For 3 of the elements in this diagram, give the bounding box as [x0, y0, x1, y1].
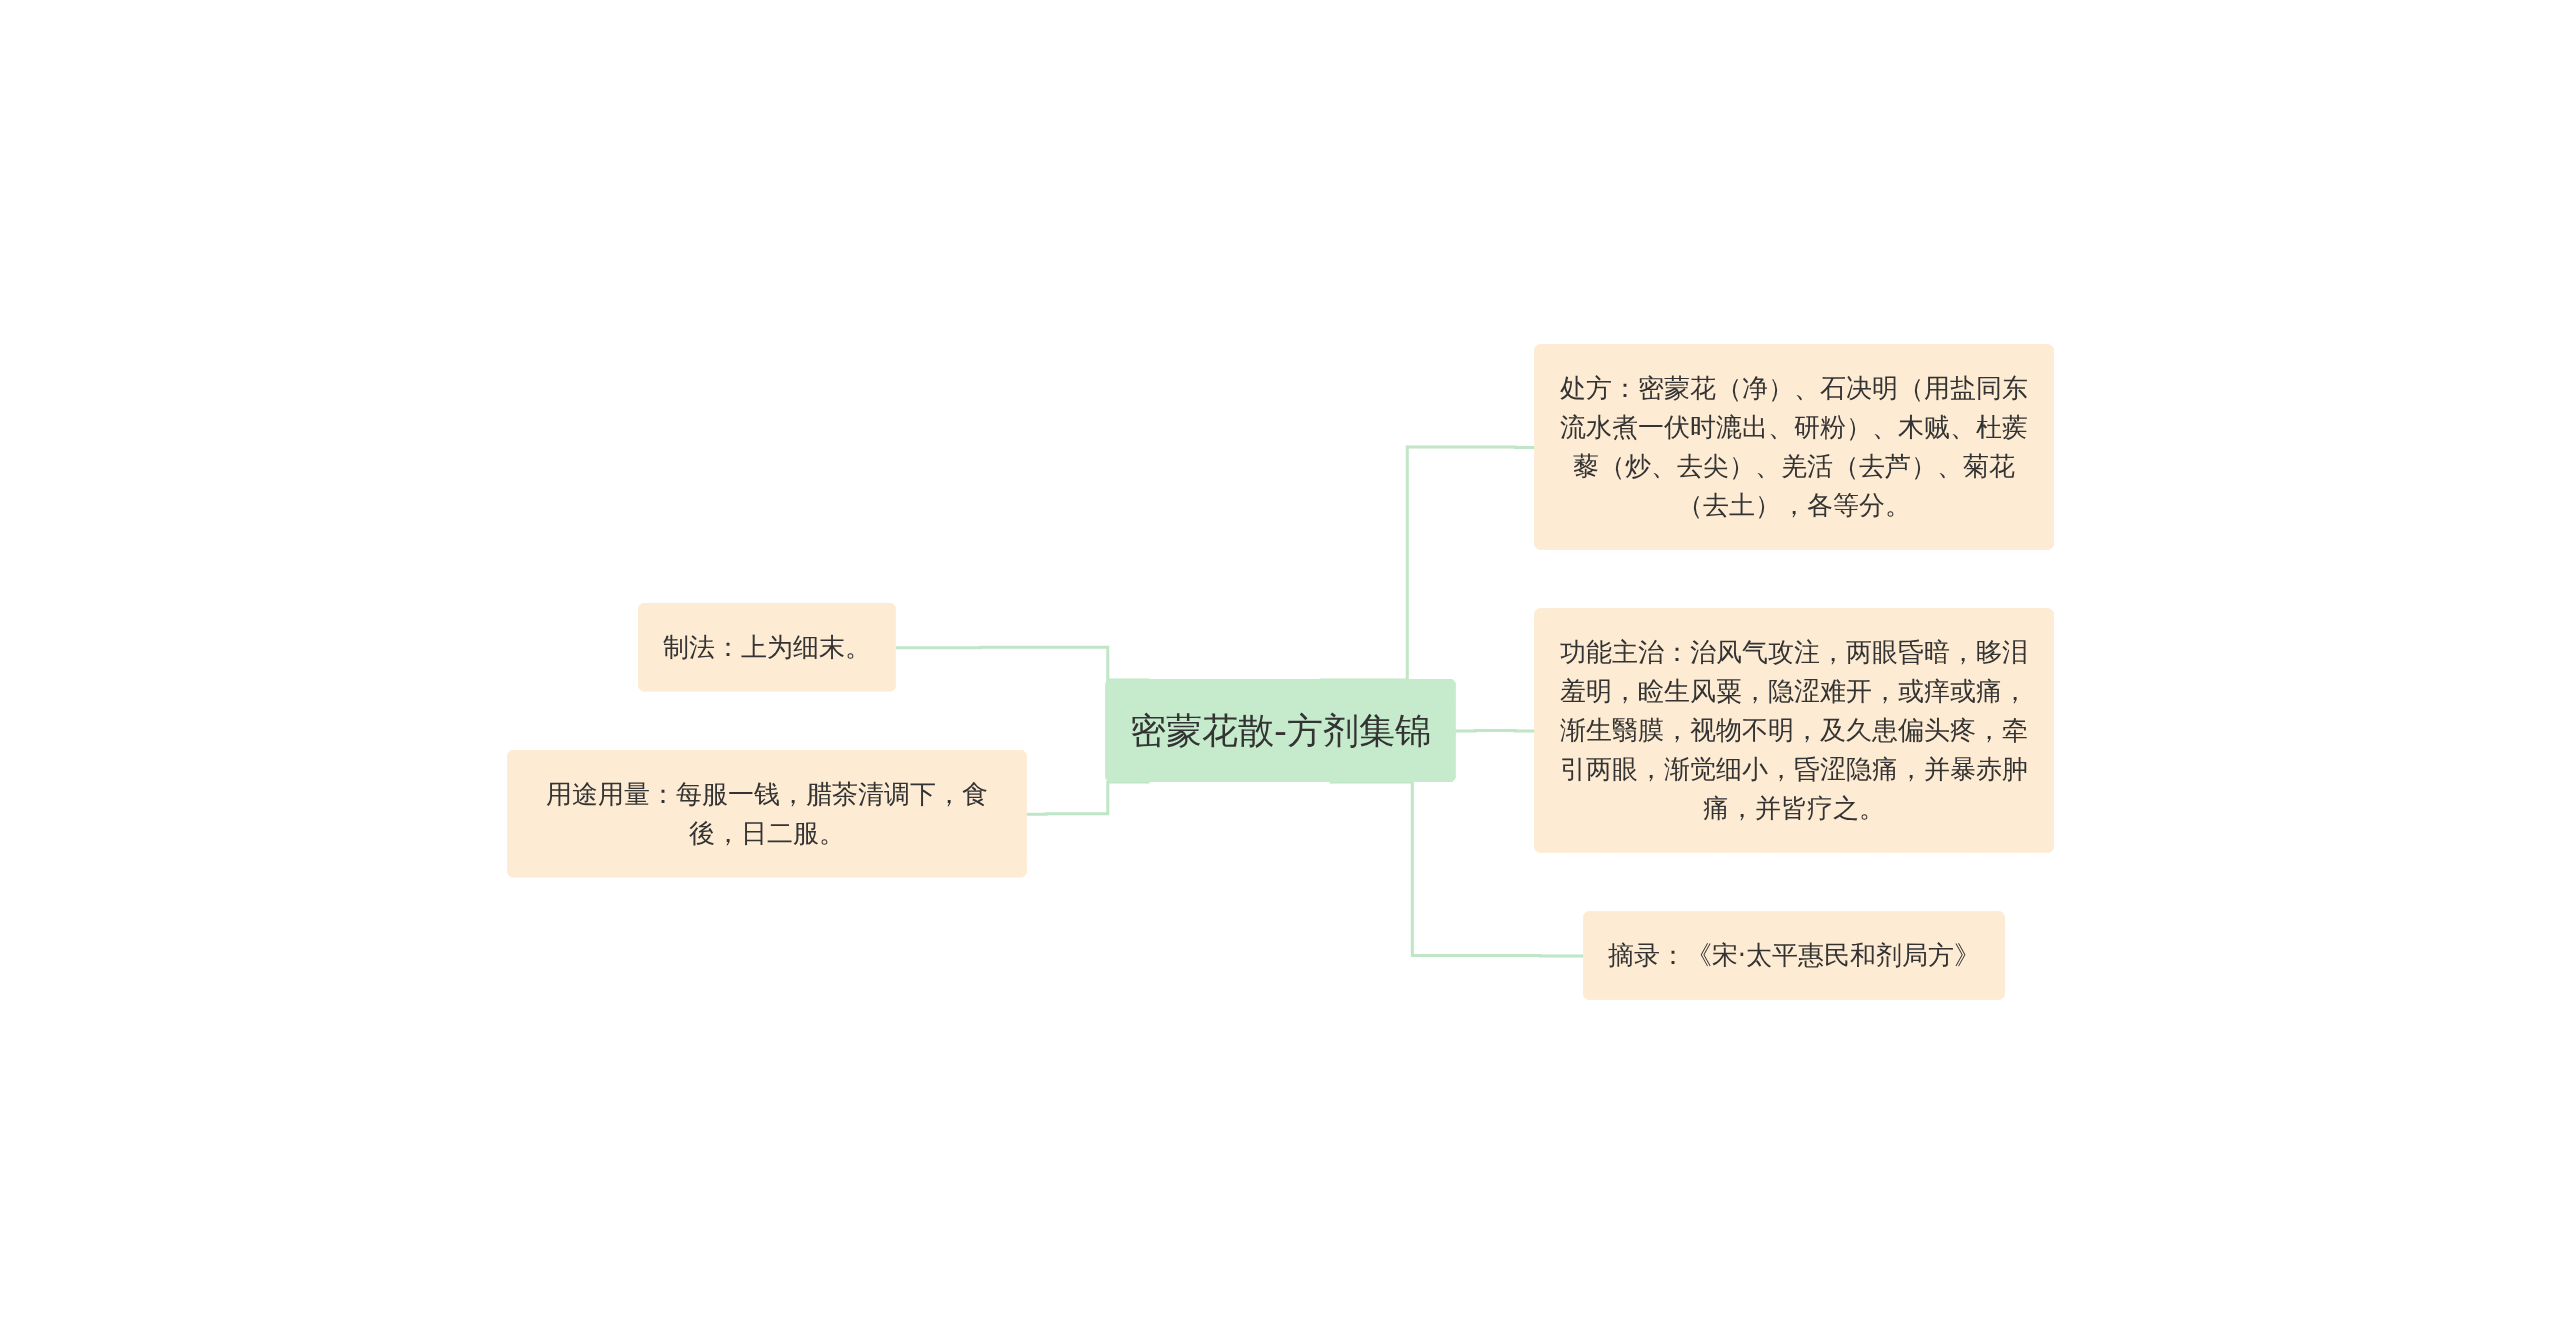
connector — [1329, 780, 1584, 958]
connector — [1455, 729, 1535, 733]
connector — [1026, 780, 1150, 816]
